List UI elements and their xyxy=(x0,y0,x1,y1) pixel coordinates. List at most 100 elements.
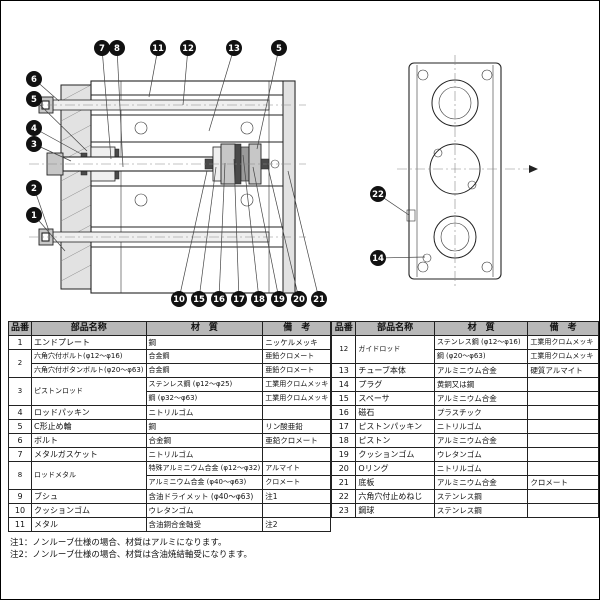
section-hole xyxy=(240,121,254,135)
part-no: 17 xyxy=(331,419,357,434)
part-no: 10 xyxy=(7,503,33,518)
tube-body xyxy=(90,80,296,294)
leader-line xyxy=(148,47,159,98)
callout-number: 12 xyxy=(182,44,194,54)
corner-bolt-hole xyxy=(417,69,429,81)
part-name: メタルガスケット xyxy=(31,447,147,462)
callout-number: 11 xyxy=(152,44,164,54)
callout-number: 8 xyxy=(114,44,120,54)
column-header: 材 質 xyxy=(433,321,529,336)
part-material: 合金鋼 xyxy=(145,349,264,364)
leader-line xyxy=(242,154,260,300)
leader-line xyxy=(33,127,84,156)
part-note: 注2 xyxy=(262,517,332,532)
part-name: 磁石 xyxy=(355,405,435,420)
part-note xyxy=(527,405,599,420)
callout-16: 16 xyxy=(211,291,227,307)
part-note: 注1 xyxy=(262,489,332,504)
callout-circle xyxy=(291,291,307,307)
callout-number: 21 xyxy=(313,295,325,305)
side-section-view xyxy=(29,80,306,294)
part-name: ピストンパッキン xyxy=(355,419,435,434)
end-plate xyxy=(60,84,92,290)
part-no: 6 xyxy=(7,433,33,448)
part-no: 21 xyxy=(331,475,357,490)
arrowhead xyxy=(529,165,538,173)
part-no: 14 xyxy=(331,377,357,392)
part-note: 工業用クロムメッキ xyxy=(527,349,599,364)
callout-circle xyxy=(26,71,42,87)
column-header: 備 考 xyxy=(527,321,599,336)
part-no: 1 xyxy=(7,335,33,350)
part-note: 亜鉛クロメート xyxy=(262,433,332,448)
corner-bolt-hole xyxy=(417,261,429,273)
header-row: 品番部品名称材 質備 考 xyxy=(7,321,332,336)
part-material: プラスチック xyxy=(433,405,529,420)
part-no: 16 xyxy=(331,405,357,420)
part-material: アルミニウム合金 xyxy=(433,475,529,490)
leader-line xyxy=(33,98,88,152)
part-material: ステンレス鋼 xyxy=(433,503,529,518)
part-note: 亜鉛クロメート xyxy=(262,349,332,364)
column-header: 品番 xyxy=(331,321,357,336)
part-note: クロメート xyxy=(527,475,599,490)
part-no: 3 xyxy=(7,377,33,406)
part-name: 六角穴付ボタンボルト(φ20～φ63) xyxy=(31,363,147,378)
callout-circle xyxy=(26,136,42,152)
bottom-plate xyxy=(282,80,296,294)
callout-number: 3 xyxy=(31,140,37,150)
part-note: 工業用クロムメッキ xyxy=(262,391,332,406)
callout-6: 6 xyxy=(26,71,42,87)
part-note xyxy=(527,391,599,406)
callout-number: 19 xyxy=(273,295,285,305)
callout-17: 17 xyxy=(231,291,247,307)
leader-line xyxy=(233,158,240,300)
part-no: 22 xyxy=(331,489,357,504)
callout-number: 5 xyxy=(31,95,37,105)
callout-7: 7 xyxy=(94,40,110,56)
leader-line xyxy=(266,162,300,300)
part-no: 18 xyxy=(331,433,357,448)
column-header: 材 質 xyxy=(145,321,264,336)
column-header: 品番 xyxy=(7,321,33,336)
part-material: ニトリルゴム xyxy=(433,419,529,434)
callout-number: 4 xyxy=(31,124,37,134)
plug-hole xyxy=(422,253,432,263)
section-hole xyxy=(134,193,148,207)
callout-number: 17 xyxy=(233,295,245,305)
part-name: ロッドパッキン xyxy=(31,405,147,420)
callout-circle xyxy=(251,291,267,307)
footnote-1: 注1：ノンルーブ仕様の場合、材質はアルミになります。 xyxy=(10,538,227,548)
callout-number: 7 xyxy=(99,44,105,54)
callout-4: 4 xyxy=(26,120,42,136)
part-no: 12 xyxy=(331,335,357,364)
leader-line xyxy=(182,47,189,106)
corner-bolt-hole xyxy=(481,261,493,273)
screw-hole xyxy=(467,180,477,190)
part-material: ウレタンゴム xyxy=(433,447,529,462)
callout-circle xyxy=(191,291,207,307)
callout-2: 2 xyxy=(26,180,42,196)
callout-8: 8 xyxy=(109,40,125,56)
part-material: 黄銅又は鋼 xyxy=(433,377,529,392)
part-no: 5 xyxy=(7,419,33,434)
callout-circle xyxy=(26,180,42,196)
callout-3: 3 xyxy=(26,136,42,152)
part-no: 23 xyxy=(331,503,357,518)
part-no: 15 xyxy=(331,391,357,406)
part-name: メタル xyxy=(31,517,147,532)
part-note: ニッケルメッキ xyxy=(262,335,332,350)
part-material: 鋼 (φ32～φ63) xyxy=(145,391,264,406)
part-material: ニトリルゴム xyxy=(145,405,264,420)
